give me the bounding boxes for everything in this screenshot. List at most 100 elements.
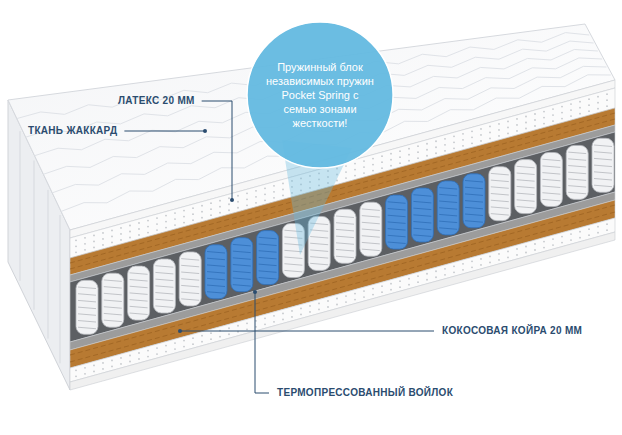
perforation-dot — [93, 364, 95, 366]
perforation-dot — [498, 259, 500, 261]
perforation-dot — [93, 370, 95, 372]
perforation-dot — [561, 242, 563, 244]
perforation-dot — [489, 262, 491, 264]
perforation-dot — [534, 125, 536, 127]
perforation-dot — [93, 234, 95, 236]
perforation-dot — [75, 369, 77, 371]
stitch-line — [34, 161, 35, 310]
perforation-dot — [102, 232, 104, 234]
perforation-dot — [453, 265, 455, 267]
perforation-dot — [120, 363, 122, 365]
perforation-dot — [138, 352, 140, 354]
perforation-dot — [246, 328, 248, 330]
perforation-dot — [255, 190, 257, 192]
perforation-dot — [336, 298, 338, 300]
perforation-dot — [606, 105, 608, 107]
perforation-dot — [543, 247, 545, 249]
perforation-dot — [174, 342, 176, 344]
perforation-dot — [588, 228, 590, 230]
perforation-dot — [282, 194, 284, 196]
perforation-dot — [453, 271, 455, 273]
pocket-spring — [179, 252, 201, 306]
perforation-dot — [174, 218, 176, 220]
perforation-dot — [570, 239, 572, 241]
perforation-dot — [606, 229, 608, 231]
pocket-spring — [592, 138, 614, 192]
perforation-dot — [462, 133, 464, 135]
perforation-dot — [597, 102, 599, 104]
perforation-dot — [381, 161, 383, 163]
perforation-dot — [588, 104, 590, 106]
perforation-dot — [210, 214, 212, 216]
perforation-dot — [246, 198, 248, 200]
perforation-dot — [237, 201, 239, 203]
perforation-dot — [300, 308, 302, 310]
perforation-dot — [183, 222, 185, 224]
perforation-dot — [345, 171, 347, 173]
pocket-spring — [153, 259, 175, 313]
perforation-dot — [426, 155, 428, 157]
perforation-dot — [147, 350, 149, 352]
perforation-dot — [93, 240, 95, 242]
perforation-dot — [120, 239, 122, 241]
pocket-spring — [76, 280, 98, 334]
perforation-dot — [543, 123, 545, 125]
perforation-dot — [516, 118, 518, 120]
felt-layer — [70, 192, 615, 350]
perforation-dot — [417, 151, 419, 153]
perforation-dot — [390, 289, 392, 291]
perforation-dot — [201, 205, 203, 207]
perforation-dot — [282, 312, 284, 314]
leader-line — [180, 331, 434, 332]
perforation-dot — [282, 188, 284, 190]
perforation-dot — [219, 200, 221, 202]
perforation-dot — [507, 251, 509, 253]
perforation-dot — [588, 98, 590, 100]
perforation-dot — [480, 264, 482, 266]
perforation-dot — [543, 111, 545, 113]
perforation-dot — [372, 288, 374, 290]
perforation-dot — [480, 128, 482, 130]
perforation-dot — [471, 260, 473, 262]
perforation-dot — [336, 304, 338, 306]
perforation-dot — [165, 221, 167, 223]
perforation-dot — [552, 108, 554, 110]
perforation-dot — [309, 305, 311, 307]
perforation-dot — [471, 136, 473, 138]
perforation-dot — [273, 185, 275, 187]
perforation-dot — [390, 159, 392, 161]
perforation-dot — [129, 225, 131, 227]
perforation-dot — [561, 118, 563, 120]
perforation-dot — [453, 135, 455, 137]
perforation-dot — [246, 204, 248, 206]
perforation-dot — [525, 116, 527, 118]
perforation-dot — [525, 128, 527, 130]
perforation-dot — [129, 361, 131, 363]
perforation-dot — [120, 357, 122, 359]
perforation-dot — [291, 316, 293, 318]
perforation-dot — [264, 323, 266, 325]
perforation-dot — [156, 347, 158, 349]
perforation-dot — [201, 341, 203, 343]
pocket-spring — [437, 181, 459, 235]
perforation-dot — [147, 232, 149, 234]
perforation-dot — [390, 283, 392, 285]
perforation-dot — [246, 192, 248, 194]
perforation-dot — [606, 99, 608, 101]
perforation-dot — [372, 170, 374, 172]
leader-dot — [230, 198, 234, 202]
perforation-dot — [426, 143, 428, 145]
perforation-dot — [588, 234, 590, 236]
perforation-dot — [210, 338, 212, 340]
perforation-dot — [138, 228, 140, 230]
perforation-dot — [498, 253, 500, 255]
perforation-dot — [570, 103, 572, 105]
pocket-spring — [386, 195, 408, 249]
perforation-dot — [354, 163, 356, 165]
perforation-dot — [408, 284, 410, 286]
pocket-spring — [463, 174, 485, 228]
perforation-dot — [75, 239, 77, 241]
perforation-dot — [174, 212, 176, 214]
perforation-dot — [255, 202, 257, 204]
perforation-dot — [444, 150, 446, 152]
